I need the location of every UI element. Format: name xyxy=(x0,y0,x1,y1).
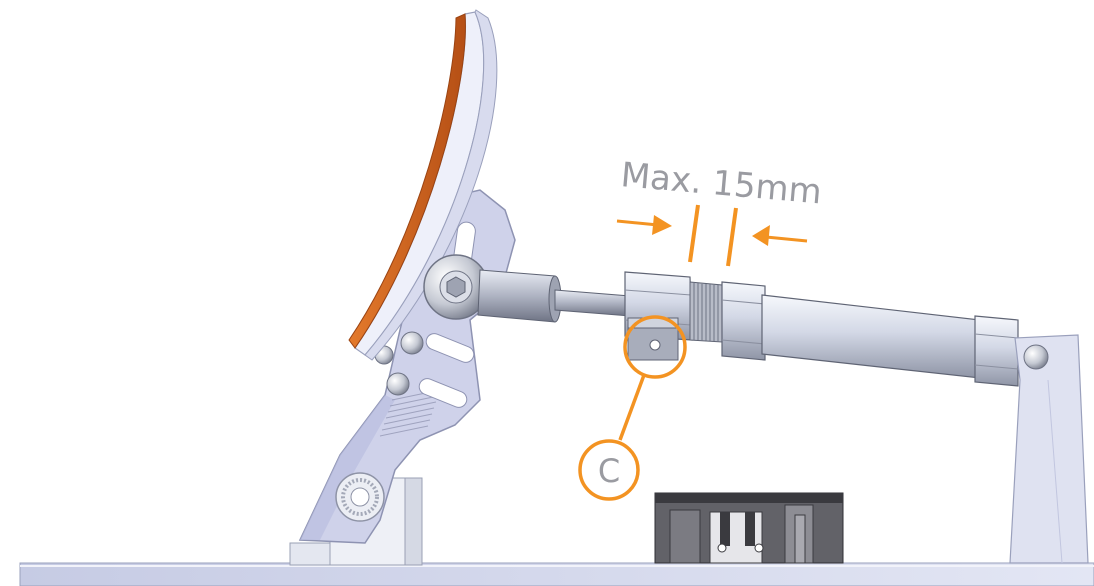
lower-pivot-bearing xyxy=(335,472,385,522)
dimension-arrow-right-icon xyxy=(752,225,808,246)
rear-support-bracket xyxy=(1009,334,1089,564)
callout-badge xyxy=(578,439,640,501)
dimension-line-left xyxy=(688,204,700,263)
rod-end-joint xyxy=(423,254,489,320)
dimension-annotation: Max. 15mm xyxy=(616,155,823,267)
callout-leader-line xyxy=(618,374,646,441)
cylinder-cap-nut xyxy=(721,281,766,361)
callout-letter: C xyxy=(598,452,620,490)
piston-rod xyxy=(554,289,631,317)
callout-c: C xyxy=(578,315,687,501)
pedal-face xyxy=(348,9,498,361)
clamp-block xyxy=(627,317,679,361)
cylinder-end-cap xyxy=(974,315,1019,387)
dimension-arrow-left-icon xyxy=(616,215,672,235)
base-plate xyxy=(19,562,1094,586)
dimension-line-right xyxy=(726,207,738,267)
callout-highlight-ring xyxy=(623,315,687,379)
threaded-section xyxy=(689,281,723,343)
dimension-label: Max. 15mm xyxy=(619,155,823,212)
sensor-module xyxy=(654,492,844,564)
piston-rod-sleeve xyxy=(477,269,562,323)
cylinder-body xyxy=(761,294,981,379)
